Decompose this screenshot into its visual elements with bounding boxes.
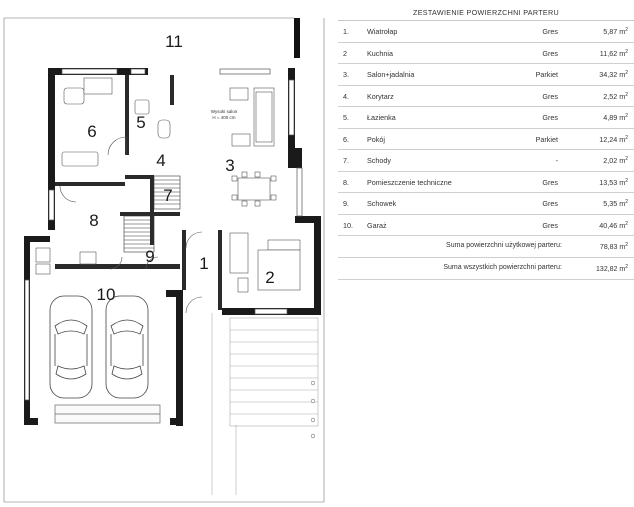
room-number-8: 8 <box>89 211 98 230</box>
room-floor-material: Gres <box>542 113 558 122</box>
stairs <box>123 175 181 253</box>
room-name: Schody <box>367 156 391 165</box>
room-number-1: 1 <box>199 254 208 273</box>
room-name: Schowek <box>367 199 397 208</box>
schedule-title: ZESTAWIENIE POWIERZCHNI PARTERU <box>413 8 559 17</box>
row-number: 3. <box>343 70 349 79</box>
plot-post <box>294 18 300 58</box>
floor-plan: 11 6 5 4 3 7 8 9 1 2 10 Wysoki salon H =… <box>3 17 325 503</box>
room-floor-material: Gres <box>542 48 558 58</box>
schedule-rows: 1. Wiatrołap Gres 5,87 m2 2 Kuchnia Gres… <box>338 20 634 280</box>
row-number: 8. <box>343 177 349 187</box>
schedule-row: 3. Salon+jadalnia Parkiet 34,32 m2 <box>338 64 634 86</box>
row-number: 7. <box>343 156 349 165</box>
room-number-7: 7 <box>163 186 172 205</box>
ground-lights <box>310 380 316 439</box>
total-area-sum-label: Suma wszystkich powierzchni parteru: <box>443 264 562 271</box>
terrace-paving <box>211 313 319 495</box>
room-area: 11,62 m2 <box>599 48 628 58</box>
room-area: 4,89 m2 <box>603 113 628 122</box>
schedule-row: 5. Łazienka Gres 4,89 m2 <box>338 107 634 129</box>
row-number: 4. <box>343 91 349 101</box>
room-number-6: 6 <box>87 122 96 141</box>
living-note-line-1: Wysoki salon <box>211 109 238 114</box>
row-number: 5. <box>343 113 349 122</box>
room-name: Pokój <box>367 134 385 144</box>
room-floor-material: Gres <box>542 177 558 187</box>
schedule-row: 10. Garaż Gres 40,46 m2 <box>338 215 634 236</box>
room-floor-material: Gres <box>542 199 558 208</box>
schedule-row: 6. Pokój Parkiet 12,24 m2 <box>338 129 634 150</box>
room-area: 5,87 m2 <box>603 27 628 36</box>
room-area: 12,24 m2 <box>599 134 628 144</box>
room-name: Wiatrołap <box>367 27 398 36</box>
schedule-row: 4. Korytarz Gres 2,52 m2 <box>338 86 634 107</box>
room-name: Kuchnia <box>367 48 393 58</box>
room-floor-material: Parkiet <box>535 70 558 79</box>
room-number-4: 4 <box>156 151 165 170</box>
room-area: 5,35 m2 <box>603 199 628 208</box>
area-schedule: ZESTAWIENIE POWIERZCHNI PARTERU 1. Wiatr… <box>338 6 634 280</box>
room-name: Salon+jadalnia <box>367 70 415 79</box>
row-number: 2 <box>343 48 347 58</box>
schedule-row: 1. Wiatrołap Gres 5,87 m2 <box>338 21 634 43</box>
room-number-3: 3 <box>225 156 234 175</box>
room-floor-material: - <box>555 156 558 165</box>
schedule-row: 2 Kuchnia Gres 11,62 m2 <box>338 43 634 64</box>
row-number: 1. <box>343 27 349 36</box>
living-note-line-2: H = 400 cm <box>212 115 235 120</box>
row-number: 10. <box>343 220 353 230</box>
room-area: 2,02 m2 <box>603 156 628 165</box>
room-area: 13,53 m2 <box>599 177 628 187</box>
usable-area-sum-row: Suma powierzchni użytkowej parteru: 78,8… <box>338 236 634 258</box>
car-right <box>105 295 149 399</box>
room-name: Korytarz <box>367 91 394 101</box>
room-number-10: 10 <box>97 285 116 304</box>
room-floor-material: Gres <box>542 27 558 36</box>
room-area: 34,32 m2 <box>599 70 628 79</box>
schedule-row: 9. Schowek Gres 5,35 m2 <box>338 193 634 215</box>
schedule-row: 8. Pomieszczenie techniczne Gres 13,53 m… <box>338 172 634 193</box>
row-number: 6. <box>343 134 349 144</box>
usable-area-sum-label: Suma powierzchni użytkowej parteru: <box>446 242 562 249</box>
room-number-11: 11 <box>165 32 183 51</box>
car-left <box>49 295 93 399</box>
room-floor-material: Gres <box>542 220 558 230</box>
room-area: 2,52 m2 <box>603 91 628 101</box>
room-number-2: 2 <box>265 268 274 287</box>
furniture <box>35 77 301 293</box>
total-area-sum-row: Suma wszystkich powierzchni parteru: 132… <box>338 258 634 280</box>
room-number-9: 9 <box>145 247 154 266</box>
room-name: Pomieszczenie techniczne <box>367 177 452 187</box>
usable-area-sum-value: 78,83 m2 <box>599 242 628 251</box>
row-number: 9. <box>343 199 349 208</box>
room-name: Garaż <box>367 220 387 230</box>
plot-outline <box>3 17 325 503</box>
room-floor-material: Parkiet <box>535 134 558 144</box>
garage-door <box>54 404 161 424</box>
windows <box>24 68 303 401</box>
total-area-sum-value: 132,82 m2 <box>596 264 628 273</box>
door-swings <box>59 136 203 314</box>
schedule-row: 7. Schody - 2,02 m2 <box>338 150 634 172</box>
room-floor-material: Gres <box>542 91 558 101</box>
room-area: 40,46 m2 <box>599 220 628 230</box>
room-number-5: 5 <box>136 113 145 132</box>
room-name: Łazienka <box>367 113 396 122</box>
